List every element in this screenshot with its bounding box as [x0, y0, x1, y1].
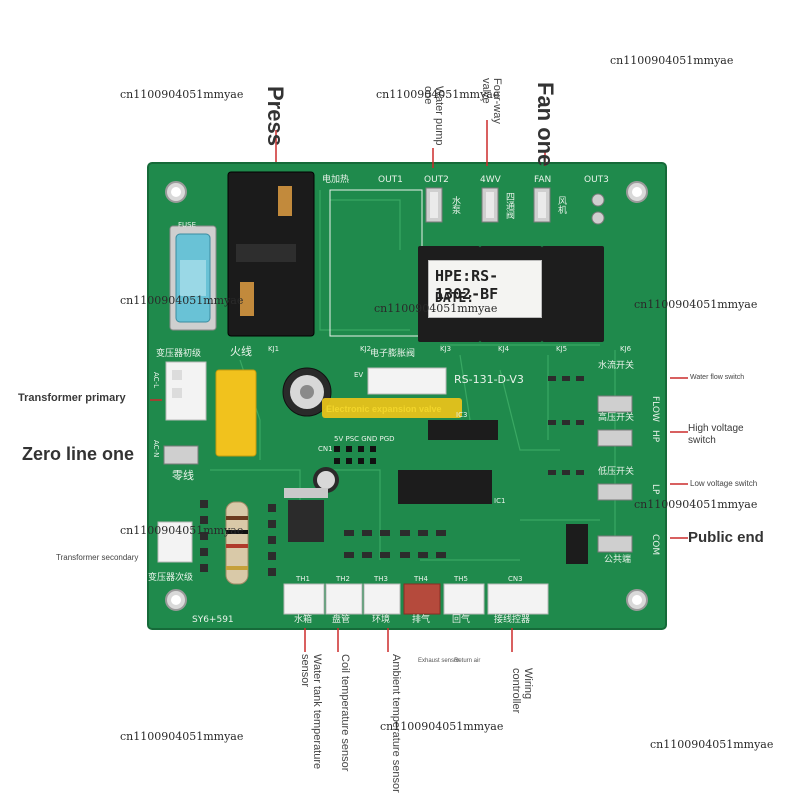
silk-coil: 盘管 — [332, 615, 351, 625]
label-fan-one: Fan one — [533, 82, 558, 167]
silk-th4: TH4 — [414, 575, 428, 583]
annotation-leaders — [150, 120, 688, 652]
watermark-1: cn1100904051mmyae — [120, 88, 244, 101]
watermark-8: cn1100904051mmyae — [634, 498, 758, 511]
label-public-end: Public end — [688, 529, 764, 546]
watermark-2: cn1100904051mmyae — [376, 88, 500, 101]
silk-acl: AC-L — [152, 372, 160, 388]
silk-ic1: IC1 — [494, 497, 506, 505]
smd-components — [200, 376, 584, 576]
silk-out1: OUT1 — [378, 175, 403, 185]
left-connectors — [157, 361, 207, 563]
silk-acn: AC-N — [152, 440, 160, 458]
pcb-traces — [210, 190, 616, 561]
silk-secondary: 变压器次级 — [148, 573, 194, 583]
label-water-tank-sensor: Water tank temperature sensor — [298, 654, 323, 770]
label-return: Return air — [454, 658, 481, 664]
output-terminals — [425, 187, 605, 225]
silk-kj2: KJ2 — [360, 345, 372, 353]
integrated-circuits — [284, 420, 588, 564]
ac-n-terminal — [163, 445, 199, 465]
silk-valve-cn: 四通阀 — [504, 192, 514, 219]
switch-terminals — [597, 395, 633, 553]
silk-fan: FAN — [534, 175, 552, 185]
silk-th2: TH2 — [336, 575, 350, 583]
silk-4wv: 4WV — [480, 175, 501, 185]
watermark-9: cn1100904051mmyae — [120, 730, 244, 743]
label-low-voltage-switch: Low voltage switch — [690, 479, 758, 488]
silk-fan-cn: 风机 — [556, 196, 566, 214]
label-zero-line: Zero line one — [22, 444, 135, 464]
label-wiring-controller: Wiring controller — [509, 668, 534, 714]
label-transformer-secondary: Transformer secondary — [56, 553, 139, 562]
header-pins — [334, 446, 376, 464]
silk-header: 5V PSC GND PGD — [334, 435, 395, 443]
silk-board-code: SY6+591 — [192, 615, 234, 625]
silk-kj5: KJ5 — [556, 345, 568, 353]
eev-tag — [322, 398, 462, 418]
silk-com: COM — [650, 534, 660, 556]
silk-kj4: KJ4 — [498, 345, 510, 353]
silk-ev: EV — [354, 371, 364, 379]
silk-ic3: IC3 — [456, 411, 468, 419]
bottom-connectors — [283, 583, 549, 615]
watermark-5: cn1100904051mmyae — [374, 302, 498, 315]
main-relay — [227, 171, 315, 337]
silk-exhaust: 排气 — [412, 615, 431, 625]
silk-th1: TH1 — [296, 575, 310, 583]
watermark-11: cn1100904051mmyae — [650, 738, 774, 751]
silk-flow-cn: 水流开关 — [598, 361, 635, 371]
watermark-10: cn1100904051mmyae — [380, 720, 504, 733]
silk-live: 火线 — [230, 345, 252, 358]
label-water-flow-switch: Water flow switch — [690, 374, 745, 381]
silk-env: 环境 — [372, 615, 391, 625]
silk-primary: 变压器初级 — [156, 349, 202, 359]
eev-connector — [367, 367, 447, 395]
silk-hp: HP — [650, 430, 660, 443]
silk-lp: LP — [650, 484, 660, 495]
eev-overlay-label: Electronic expansion valve — [326, 404, 442, 414]
watermark-3: cn1100904051mmyae — [610, 54, 734, 67]
silk-neutral: 零线 — [172, 469, 194, 482]
silk-out2: OUT2 — [424, 175, 449, 185]
silk-return: 回气 — [452, 615, 471, 625]
silk-kj3: KJ3 — [440, 345, 452, 353]
model-sticker: HPE:RS-1302-BF DATE: — [428, 260, 542, 318]
label-transformer-primary: Transformer primary — [18, 392, 126, 404]
silk-fuse: FUSE — [178, 221, 197, 229]
power-resistor — [225, 501, 249, 585]
x2-capacitor — [215, 369, 257, 457]
watermark-6: cn1100904051mmyae — [634, 298, 758, 311]
silk-th5: TH5 — [454, 575, 468, 583]
sticker-date: DATE: — [435, 291, 475, 306]
label-coil-sensor: Coil temperature sensor — [339, 654, 351, 772]
silk-kj1: KJ1 — [268, 345, 280, 353]
label-high-voltage-switch: High voltage switch — [688, 423, 744, 446]
silk-com-cn: 公共端 — [604, 555, 632, 565]
sticker-model: HPE:RS-1302-BF — [435, 267, 499, 303]
silk-tank: 水箱 — [294, 615, 313, 625]
silk-eev: 电子膨胀阀 — [370, 349, 416, 359]
label-press: Press — [263, 86, 288, 146]
silk-hp-cn: 高压开关 — [598, 413, 635, 423]
silk-model: RS-131-D-V3 — [454, 373, 524, 386]
silk-lp-cn: 低压开关 — [598, 467, 635, 477]
silk-cn3: CN3 — [508, 575, 523, 583]
label-four-way-valve: Four-way valve — [480, 78, 503, 124]
silk-cn1: CN1 — [318, 445, 333, 453]
silk-flow: FLOW — [650, 396, 660, 422]
silk-out3: OUT3 — [584, 175, 609, 185]
silk-heater: 电加热 — [322, 175, 350, 185]
silk-th3: TH3 — [374, 575, 388, 583]
mounting-holes — [165, 181, 648, 611]
label-exhaust: Exhaust sensor — [418, 658, 460, 664]
fuse — [169, 225, 217, 331]
silk-kj6: KJ6 — [620, 345, 632, 353]
watermark-7: cn1100904051mmyae — [120, 524, 244, 537]
watermark-4: cn1100904051mmyae — [120, 294, 244, 307]
electrolytic-capacitors — [282, 367, 339, 493]
silk-wired: 接线控器 — [494, 615, 531, 625]
silk-pump-cn: 水泵 — [450, 196, 460, 214]
